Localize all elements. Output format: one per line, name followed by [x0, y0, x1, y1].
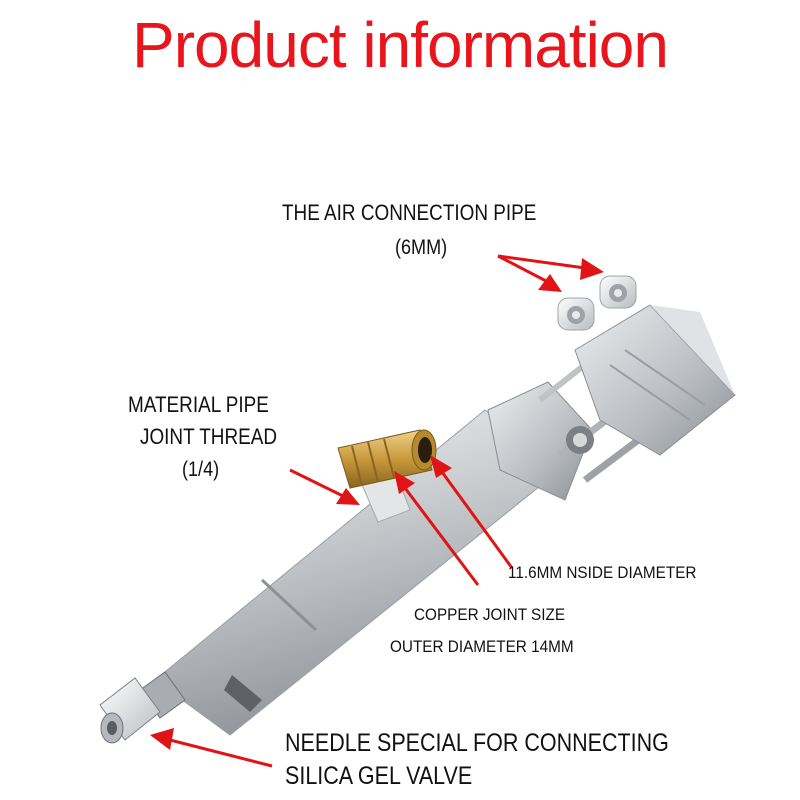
air-pipe-size-label: (6MM) [395, 236, 448, 259]
copper-material-joint [337, 429, 437, 523]
thread-size-label: (1/4) [182, 458, 220, 481]
air-pipe-label: THE AIR CONNECTION PIPE [282, 200, 537, 225]
needle-nozzle [99, 671, 186, 744]
arrow-material-thread [289, 468, 360, 505]
silica-gel-valve-label: SILICA GEL VALVE [285, 762, 473, 790]
arrow-needle [150, 728, 273, 768]
arrow-air-left [497, 254, 562, 292]
needle-label: NEEDLE SPECIAL FOR CONNECTING [285, 729, 669, 757]
air-cylinder-block [574, 304, 736, 456]
arrow-inside-diameter [430, 455, 514, 569]
inside-diameter-label: 11.6MM NSIDE DIAMETER [508, 563, 697, 582]
arrows [150, 254, 604, 768]
outer-diameter-label: OUTER DIAMETER 14MM [390, 637, 574, 656]
arrow-air-right [497, 254, 604, 280]
copper-joint-label: COPPER JOINT SIZE [414, 605, 566, 624]
air-fitting-left [557, 297, 595, 331]
arrow-copper-joint [394, 471, 480, 586]
material-pipe-label: MATERIAL PIPE [128, 392, 269, 417]
joint-thread-label: JOINT THREAD [140, 424, 278, 449]
page-title: Product information [132, 9, 669, 81]
air-fitting-right [599, 275, 637, 309]
